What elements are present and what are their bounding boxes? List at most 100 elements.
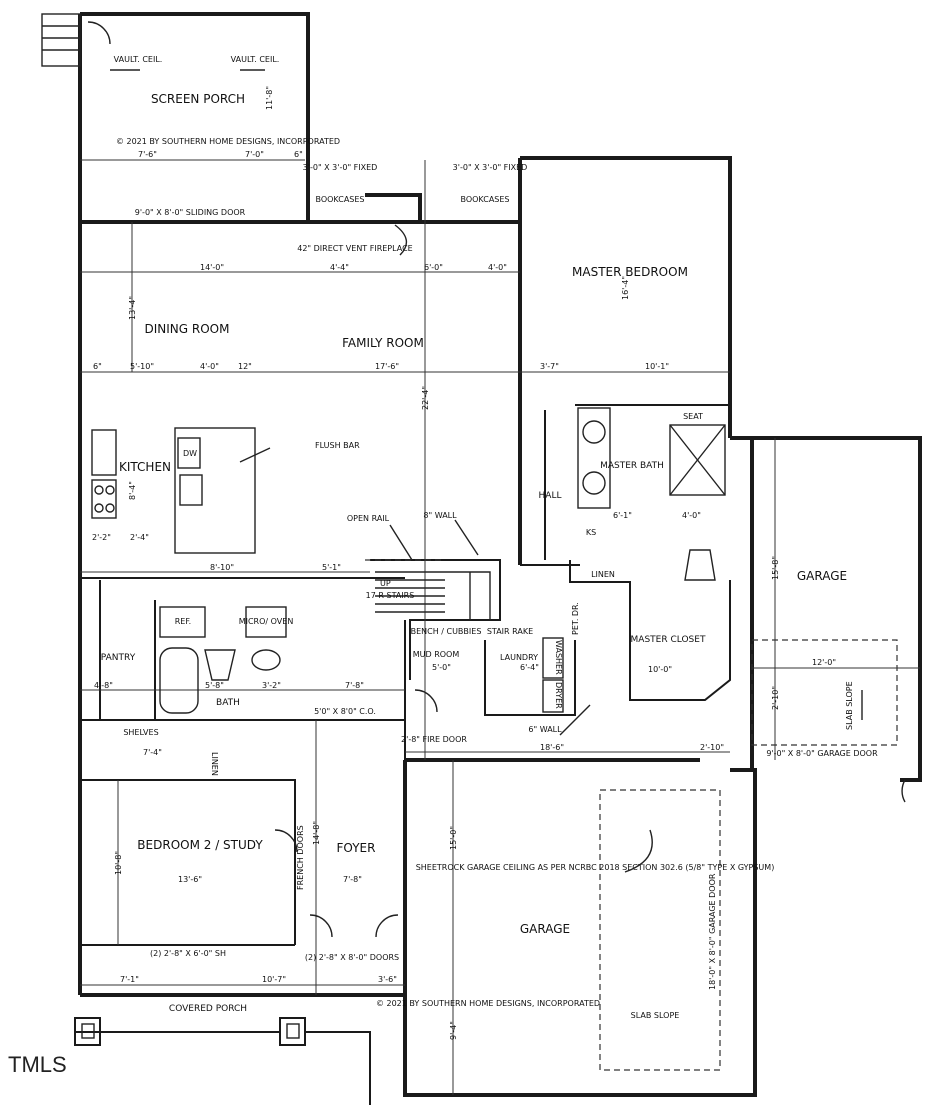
refrigerator xyxy=(159,606,206,638)
dim: 2'-10" xyxy=(771,686,780,710)
dim: 2'-10" xyxy=(700,743,724,752)
notes: VAULT. CEIL. VAULT. CEIL. © 2021 BY SOUT… xyxy=(114,55,878,1020)
brand-logo: TMLS xyxy=(8,1052,67,1077)
dim: 7'-0" xyxy=(245,150,264,159)
dashed-outlines xyxy=(365,559,898,1071)
room-labels: SCREEN PORCH DINING ROOM FAMILY ROOM MAS… xyxy=(101,92,847,1014)
dim: 6'-4" xyxy=(520,663,539,672)
dim: 4'-4" xyxy=(330,263,349,272)
room-kitchen: KITCHEN xyxy=(119,460,171,474)
fire-door-note: 2'-8" FIRE DOOR xyxy=(401,735,467,744)
stair-treads xyxy=(375,571,491,620)
room-dining: DINING ROOM xyxy=(145,322,230,336)
bookcases-left: BOOKCASES xyxy=(315,195,364,204)
washer-label: WASHER xyxy=(554,640,563,675)
walls xyxy=(74,12,922,1105)
room-bedroom2: BEDROOM 2 / STUDY xyxy=(137,838,263,852)
dim: 6" xyxy=(294,150,303,159)
dim: 7'-8" xyxy=(345,681,364,690)
open-rail-note: OPEN RAIL xyxy=(347,514,390,523)
room-laundry: LAUNDRY xyxy=(500,653,538,662)
dim: 5'-10" xyxy=(130,362,154,371)
dim: 7'-6" xyxy=(138,150,157,159)
dim: 17'-6" xyxy=(375,362,399,371)
room-mud: MUD ROOM xyxy=(413,650,460,659)
dim: 14'-8" xyxy=(312,821,321,845)
sheetrock-note: SHEETROCK GARAGE CEILING AS PER NCRBC 20… xyxy=(416,863,775,872)
dim: 2'-4" xyxy=(130,533,149,542)
french-doors-note: FRENCH DOORS xyxy=(296,825,305,890)
room-garage-main: GARAGE xyxy=(520,922,570,936)
room-master-closet: MASTER CLOSET xyxy=(631,635,706,645)
slab-slope-bottom: SLAB SLOPE xyxy=(631,1011,680,1020)
dim: 7'-8" xyxy=(343,875,362,884)
dim: 8'-4" xyxy=(128,481,137,500)
stair-rake-note: STAIR RAKE xyxy=(487,627,533,636)
room-foyer: FOYER xyxy=(337,841,376,855)
dim: 6" xyxy=(93,362,102,371)
ref-label: REF. xyxy=(175,617,191,626)
copyright-top: © 2021 BY SOUTHERN HOME DESIGNS, INCORPO… xyxy=(116,137,340,146)
dim: 13'-4" xyxy=(128,296,137,320)
dim: 15'-8" xyxy=(771,556,780,580)
fixtures xyxy=(41,13,906,1039)
dim: 12" xyxy=(238,362,252,371)
shower xyxy=(669,424,726,496)
dim: 5'-1" xyxy=(322,563,341,572)
flush-bar-note: FLUSH BAR xyxy=(315,441,360,450)
fixed-window-left: 3'-0" X 3'-0" FIXED xyxy=(303,163,378,172)
room-covered-porch: COVERED PORCH xyxy=(169,1004,247,1014)
room-master-bedroom: MASTER BEDROOM xyxy=(572,265,688,279)
linen-right: LINEN xyxy=(591,570,615,579)
room-pantry: PANTRY xyxy=(101,653,136,663)
washer xyxy=(542,637,564,679)
dim: 10'-1" xyxy=(645,362,669,371)
kitchen-island xyxy=(174,427,256,554)
copyright-bottom: © 2021 BY SOUTHERN HOME DESIGNS, INCORPO… xyxy=(376,999,600,1008)
dim: 3'-2" xyxy=(262,681,281,690)
dim: 13'-6" xyxy=(178,875,202,884)
up-note: UP xyxy=(380,579,391,588)
room-hall: HALL xyxy=(539,491,562,501)
dim: 5'-8" xyxy=(205,681,224,690)
dim: 4'-0" xyxy=(682,511,701,520)
dim: 6'-0" xyxy=(424,263,443,272)
room-garage-side: GARAGE xyxy=(797,569,847,583)
bench-note: BENCH / CUBBIES xyxy=(411,627,482,636)
dim: 10'-0" xyxy=(648,665,672,674)
dim: 14'-0" xyxy=(200,263,224,272)
garage-door-side: 9'-0" X 8'-0" GARAGE DOOR xyxy=(766,749,878,758)
sliding-door-note: 9'-0" X 8'-0" SLIDING DOOR xyxy=(135,208,246,217)
vanity xyxy=(577,407,611,509)
dim: 8'-10" xyxy=(210,563,234,572)
porch-steps xyxy=(41,13,81,67)
micro-label: MICRO/ OVEN xyxy=(239,617,294,626)
window-sh-note: (2) 2'-8" X 6'-0" SH xyxy=(150,949,226,958)
wall-6-note: 6" WALL xyxy=(528,725,562,734)
dryer xyxy=(542,679,564,713)
cased-opening-note: 5'0" X 8'0" C.O. xyxy=(314,707,376,716)
dim: 12'-0" xyxy=(812,658,836,667)
range xyxy=(91,479,117,519)
dim: 16'-4" xyxy=(621,276,630,300)
ks-label: KS xyxy=(586,528,596,537)
dim: 11'-8" xyxy=(265,86,274,110)
dim: 4'-0" xyxy=(200,362,219,371)
linen-left: LINEN xyxy=(210,752,219,776)
dim: 18'-6" xyxy=(540,743,564,752)
dim: 3'-6" xyxy=(378,975,397,984)
slab-slope-side: SLAB SLOPE xyxy=(845,681,854,730)
dryer-label: DRYER xyxy=(554,682,563,709)
dim: 5'-0" xyxy=(432,663,451,672)
dim: 4'-0" xyxy=(488,263,507,272)
seat-label: SEAT xyxy=(683,412,703,421)
fireplace-note: 42" DIRECT VENT FIREPLACE xyxy=(297,244,413,253)
dim: 7'-1" xyxy=(120,975,139,984)
dim: 4'-8" xyxy=(94,681,113,690)
vault-note-right: VAULT. CEIL. xyxy=(231,55,280,64)
vault-note-left: VAULT. CEIL. xyxy=(114,55,163,64)
microwave xyxy=(245,606,287,638)
stairs-note: 17 R STAIRS xyxy=(366,591,415,600)
fixed-window-right: 3'-0" X 3'-0" FIXED xyxy=(453,163,528,172)
